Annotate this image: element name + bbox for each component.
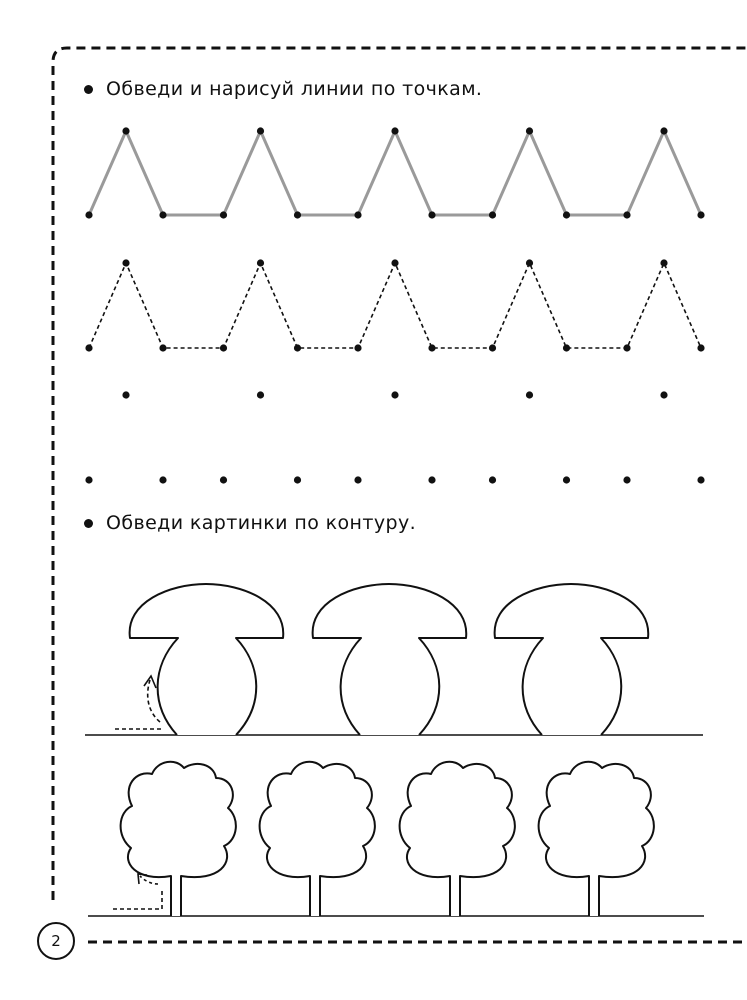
tree-exercise xyxy=(88,760,704,917)
trace-dot xyxy=(623,476,631,484)
trace-dot xyxy=(219,476,228,484)
trace-dot xyxy=(525,391,534,399)
trace-dot xyxy=(660,259,668,267)
trace-dot xyxy=(623,211,631,219)
page-number: 2 xyxy=(37,922,75,960)
trace-dot xyxy=(562,476,571,484)
tree-start-dash xyxy=(113,890,163,910)
trace-dot xyxy=(697,211,705,219)
trace-dot xyxy=(159,476,167,484)
trace-dot xyxy=(562,211,571,219)
tree-outline xyxy=(537,760,655,916)
trace-dot xyxy=(293,476,302,484)
bullet-icon xyxy=(84,84,93,94)
trace-dot xyxy=(697,476,705,484)
zigzag-line-solid-gray xyxy=(87,127,703,217)
trace-dot xyxy=(122,391,130,399)
zigzag-exercise xyxy=(85,127,705,484)
trace-dot xyxy=(159,211,167,219)
trace-dot xyxy=(623,344,631,352)
trace-dot xyxy=(488,476,497,484)
trace-dot xyxy=(488,211,497,219)
instruction-contour-text: Обведи картинки по контуру. xyxy=(106,512,417,534)
trace-dot xyxy=(354,344,362,352)
zigzag-line-dashed xyxy=(88,260,702,349)
trace-dot xyxy=(391,127,399,135)
trace-dot xyxy=(660,127,668,135)
arrow-up-icon xyxy=(143,674,157,689)
trace-dot xyxy=(256,259,265,267)
trace-dot xyxy=(293,211,302,219)
trace-dot xyxy=(122,127,130,135)
trace-dot xyxy=(219,344,228,352)
instruction-lines: Обведи и нарисуй линии по точкам. xyxy=(84,78,482,100)
mushroom-outline xyxy=(311,583,468,736)
trace-dot xyxy=(85,344,93,352)
mushroom-outline xyxy=(128,583,285,736)
trace-dot xyxy=(85,211,93,219)
trace-dot xyxy=(428,344,436,352)
trace-dot xyxy=(391,391,399,399)
tree-outline xyxy=(119,760,237,916)
trace-dot xyxy=(256,391,265,399)
trace-dot xyxy=(525,127,534,135)
tree-outline xyxy=(258,760,376,916)
trace-dot xyxy=(293,344,302,352)
bullet-icon xyxy=(84,518,93,528)
dashed-page-border xyxy=(51,46,747,944)
trace-dot xyxy=(562,344,571,352)
instruction-contour: Обведи картинки по контуру. xyxy=(84,512,416,534)
trace-dot xyxy=(697,344,705,352)
tree-outline xyxy=(398,760,516,916)
tree-start-curve xyxy=(139,875,159,885)
trace-dot xyxy=(219,211,228,219)
trace-dot xyxy=(428,211,436,219)
arrow-left-icon xyxy=(137,873,148,885)
mushroom-outline xyxy=(493,583,650,736)
border-top-left-line xyxy=(51,46,747,900)
mushroom-start-curve xyxy=(146,679,161,723)
trace-dot xyxy=(488,344,497,352)
trace-dot xyxy=(354,211,362,219)
trace-dot xyxy=(256,127,265,135)
trace-dot xyxy=(354,476,362,484)
trace-dot xyxy=(525,259,534,267)
mushroom-exercise xyxy=(85,583,703,736)
trace-dot xyxy=(660,391,668,399)
trace-dot xyxy=(85,476,93,484)
trace-dot xyxy=(122,259,130,267)
trace-dot xyxy=(391,259,399,267)
trace-dot xyxy=(428,476,436,484)
trace-dot xyxy=(159,344,167,352)
instruction-lines-text: Обведи и нарисуй линии по точкам. xyxy=(106,78,483,100)
